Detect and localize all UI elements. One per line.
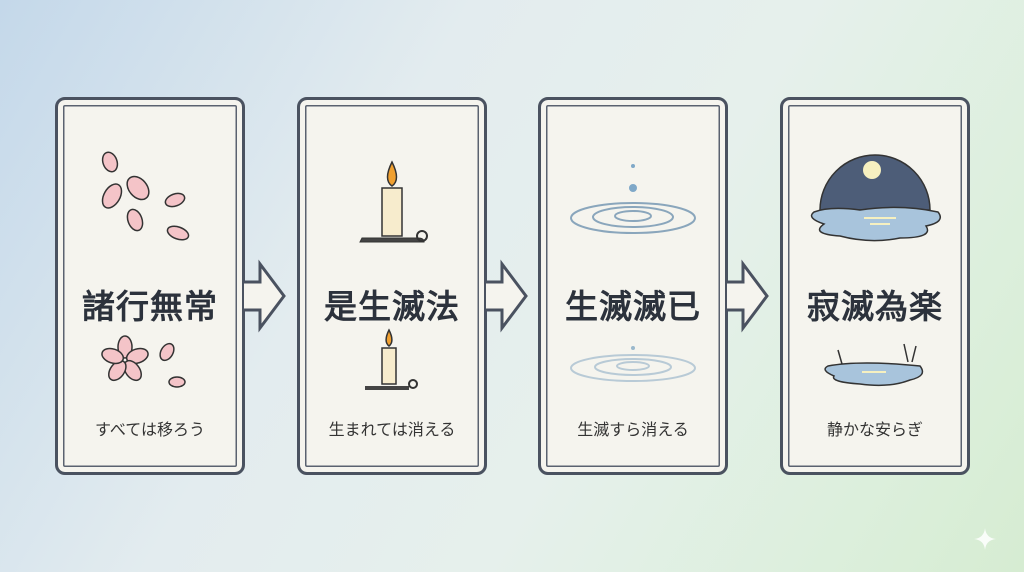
small-candle-icon: [365, 328, 418, 390]
arrow-right-icon: [244, 259, 286, 333]
card-shogyo-mujo: 諸行無常 すべては移ろう: [55, 97, 245, 475]
cherry-petals-icon: [101, 151, 190, 241]
card-shometsu-metsui: 生滅滅已 生滅すら消える: [538, 97, 728, 475]
water-ripple-icon: [570, 346, 696, 382]
card-subtitle: 静かな安らぎ: [826, 420, 923, 439]
card-subtitle: すべては移ろう: [95, 420, 205, 439]
moon-pond-icon: [810, 154, 941, 242]
card-subtitle: 生滅すら消える: [577, 420, 689, 439]
candle-icon: [359, 160, 428, 243]
card-title: 諸行無常: [82, 287, 218, 326]
card-jakumetsu-iraku: 寂滅為楽 静かな安らぎ: [780, 97, 970, 475]
water-drop-ripple-icon: [570, 164, 696, 234]
arrow-right-icon: [486, 259, 528, 333]
sparkle-icon: [974, 528, 996, 550]
card-title: 生滅滅已: [565, 287, 701, 326]
card-title: 是生滅法: [324, 287, 460, 326]
pond-icon: [824, 343, 924, 387]
cherry-blossom-icon: [101, 335, 186, 388]
card-zesho-meppo: 是生滅法 生まれては消える: [297, 97, 487, 475]
card-subtitle: 生まれては消える: [328, 420, 456, 439]
arrow-right-icon: [727, 259, 769, 333]
card-title: 寂滅為楽: [807, 287, 943, 326]
